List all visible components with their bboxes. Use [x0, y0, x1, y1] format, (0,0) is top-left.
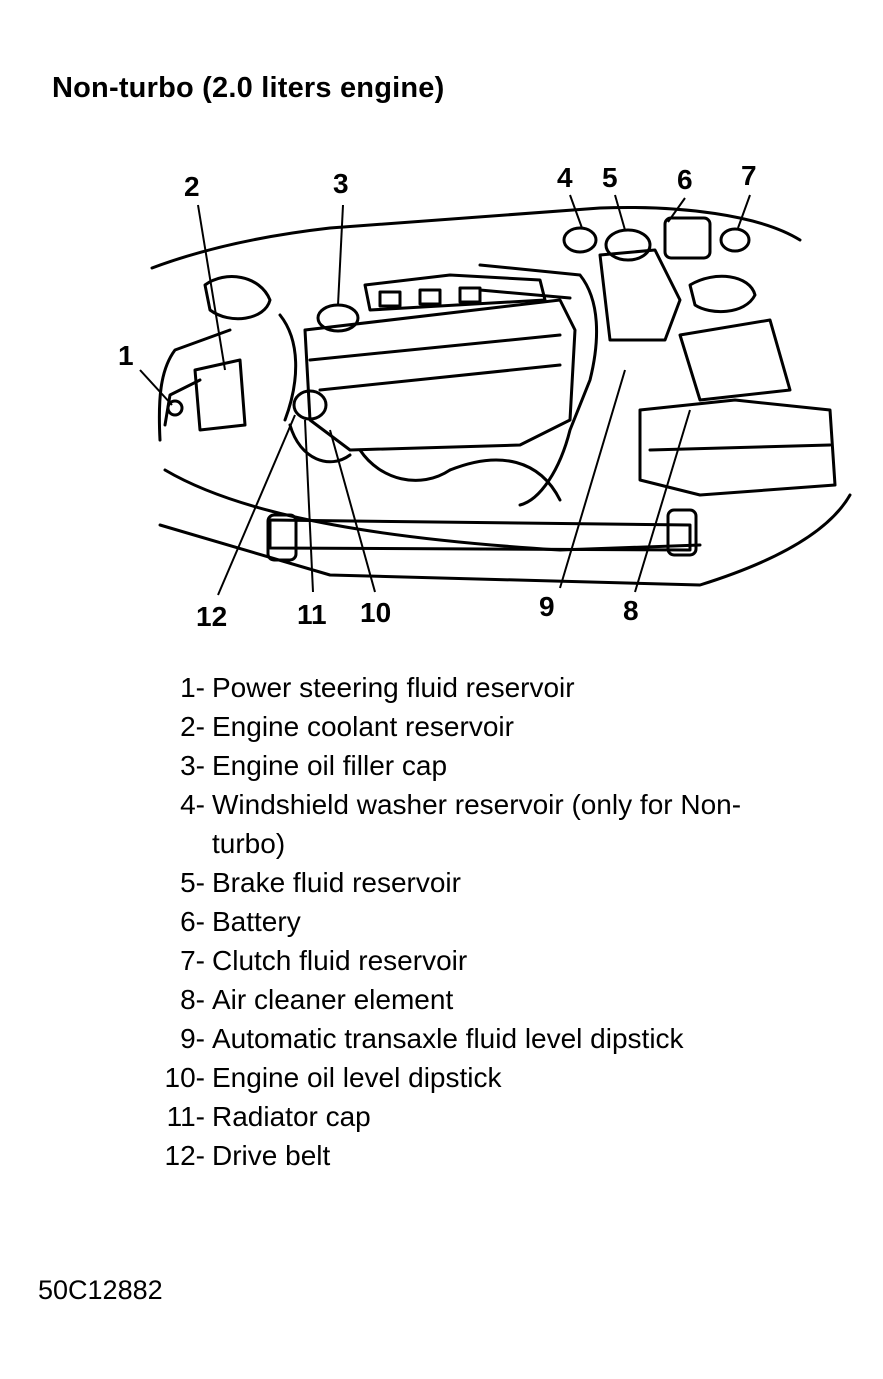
legend-text: Clutch fluid reservoir [212, 945, 468, 976]
engine-compartment-diagram: 1 2 3 4 5 6 7 8 9 10 11 12 [118, 160, 852, 632]
legend-item: 7-Clutch fluid reservoir [0, 941, 883, 980]
callout-4: 4 [557, 162, 573, 193]
callout-10: 10 [360, 597, 391, 628]
legend-number: 5- [180, 867, 205, 898]
callout-5: 5 [602, 162, 618, 193]
legend-text: Brake fluid reservoir [212, 867, 461, 898]
legend-text: Automatic transaxle fluid level dipstick [212, 1023, 684, 1054]
legend-text: Engine oil level dipstick [212, 1062, 502, 1093]
callout-9: 9 [539, 591, 555, 622]
callout-6: 6 [677, 164, 693, 195]
legend-number: 11- [166, 1101, 205, 1132]
hood-outline [150, 205, 802, 270]
legend-text: Radiator cap [212, 1101, 371, 1132]
legend-text: Engine oil filler cap [212, 750, 448, 781]
legend-item: 9-Automatic transaxle fluid level dipsti… [0, 1019, 883, 1058]
callout-11: 11 [297, 599, 327, 630]
radiator-support [268, 518, 692, 552]
legend-item: 1-Power steering fluid reservoir [0, 668, 883, 707]
legend-number: 8- [180, 984, 205, 1015]
legend-item: 2-Engine coolant reservoir [0, 707, 883, 746]
callout-3: 3 [333, 168, 349, 199]
legend-item: 10-Engine oil level dipstick [0, 1058, 883, 1097]
legend-item: 6-Battery [0, 902, 883, 941]
legend-text: Power steering fluid reservoir [212, 672, 575, 703]
callout-2: 2 [184, 171, 200, 202]
legend-number: 9- [180, 1023, 205, 1054]
legend-number: 1- [180, 672, 205, 703]
legend-text: Drive belt [212, 1140, 331, 1171]
callout-8: 8 [623, 595, 639, 626]
legend-text: Battery [212, 906, 301, 937]
legend-number: 6- [180, 906, 205, 937]
legend-number: 12- [164, 1140, 205, 1171]
battery-shape [678, 318, 792, 402]
intake-duct [478, 263, 598, 507]
callout-12: 12 [196, 601, 227, 632]
air-cleaner-box [638, 398, 837, 497]
figure-code: 50C12882 [38, 1275, 163, 1305]
engine-block [303, 298, 577, 452]
front-bumper [158, 493, 852, 587]
legend-number: 10- [164, 1062, 205, 1093]
callout-1: 1 [118, 340, 134, 371]
callout-7: 7 [741, 160, 757, 191]
legend-number: 2- [180, 711, 205, 742]
legend-text: Engine coolant reservoir [212, 711, 514, 742]
legend-text: Windshield washer reservoir (only for No… [212, 789, 742, 859]
parts-legend: 1-Power steering fluid reservoir 2-Engin… [0, 668, 883, 1175]
fender-outline [157, 328, 232, 442]
legend-text: Air cleaner element [212, 984, 454, 1015]
legend-item: 12-Drive belt [0, 1136, 883, 1175]
valve-cover [363, 273, 547, 312]
legend-item: 5-Brake fluid reservoir [0, 863, 883, 902]
legend-number: 4- [180, 789, 205, 820]
legend-item: 8-Air cleaner element [0, 980, 883, 1019]
legend-number: 7- [180, 945, 205, 976]
page-title: Non-turbo (2.0 liters engine) [52, 72, 445, 104]
legend-number: 3- [180, 750, 205, 781]
legend-item: 4-Windshield washer reservoir (only for … [0, 785, 883, 863]
legend-item: 3-Engine oil filler cap [0, 746, 883, 785]
legend-item: 11-Radiator cap [0, 1097, 883, 1136]
